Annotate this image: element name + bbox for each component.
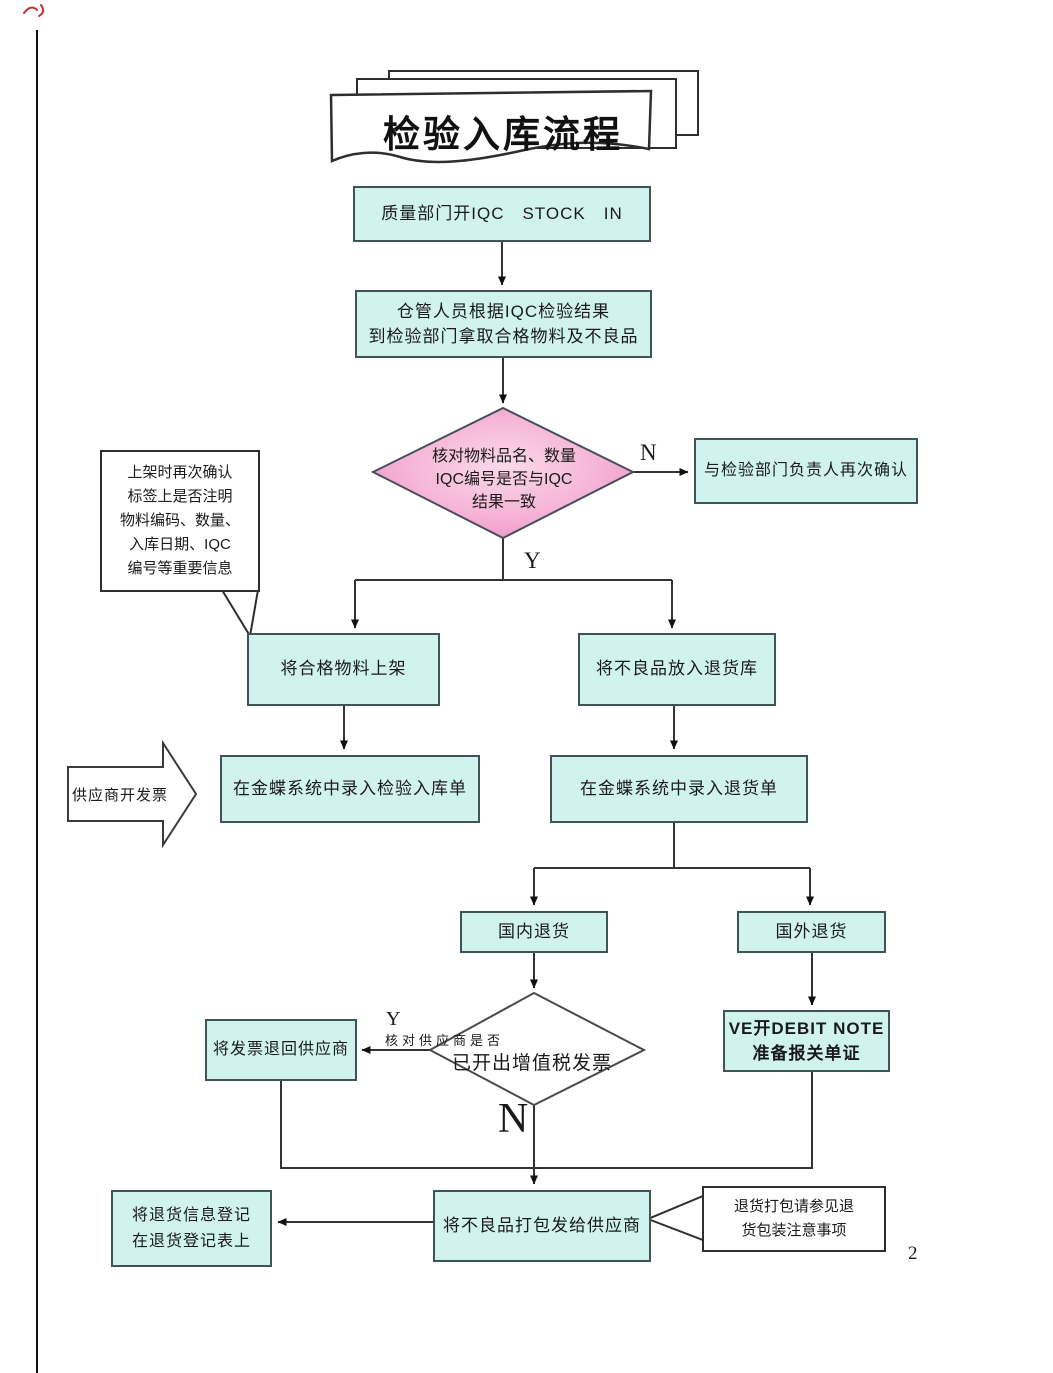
shelf-note-line4: 入库日期、IQC [129,536,231,553]
node-fetch-line1: 仓管人员根据IQC检验结果 [396,301,611,321]
shelf-note-line2: 标签上是否注明 [127,488,233,505]
node-return-invoice: 将发票退回供应商 [205,1019,357,1081]
node-domestic-return: 国内退货 [460,911,608,953]
node-defect-store: 将不良品放入退货库 [578,633,776,706]
pack-note-callout: 退货打包请参见退 货包装注意事项 [702,1186,886,1252]
node-kingdee-return: 在金蝶系统中录入退货单 [550,755,808,823]
shelf-note-tail [220,589,260,639]
shelf-note-line5: 编号等重要信息 [127,560,233,577]
node-debit-note-line2: 准备报关单证 [752,1044,861,1063]
node-debit-note: VE开DEBIT NOTE 准备报关单证 [723,1010,890,1072]
shelf-note-line3: 物料编码、数量、 [119,512,240,529]
vat-check-diamond [427,991,647,1107]
shelf-note-callout: 上架时再次确认 标签上是否注明 物料编码、数量、 入库日期、IQC 编号等重要信… [100,450,260,592]
node-fetch-line2: 到检验部门拿取合格物料及不良品 [368,327,639,346]
shelf-note-line1: 上架时再次确认 [127,464,233,481]
node-debit-note-line1: VE开DEBIT NOTE [728,1018,885,1038]
node-register: 将退货信息登记 在退货登记表上 [111,1190,272,1267]
page-title: 检验入库流程 [383,114,623,155]
node-fetch: 仓管人员根据IQC检验结果 到检验部门拿取合格物料及不良品 [355,290,652,358]
pack-note-line2: 货包装注意事项 [741,1222,847,1239]
node-register-line1: 将退货信息登记 [131,1206,251,1224]
connector-lines [277,242,816,1226]
supplier-invoice-arrow [67,739,198,849]
title-page-stack [329,70,699,164]
node-shelf: 将合格物料上架 [247,633,440,706]
red-scribble-mark [23,4,45,17]
node-start: 质量部门开IQC STOCK IN [353,186,651,242]
supplier-invoice-arrow-label: 供应商开发票 [72,787,169,804]
page-number: 2 [908,1243,918,1264]
node-overseas-return: 国外退货 [737,911,886,953]
node-kingdee-in: 在金蝶系统中录入检验入库单 [220,755,480,823]
node-pack-send: 将不良品打包发给供应商 [433,1190,651,1262]
node-register-line2: 在退货登记表上 [131,1232,251,1250]
iqc-check-diamond [370,406,636,540]
pack-note-line1: 退货打包请参见退 [733,1198,854,1215]
pack-note-tail [645,1194,704,1242]
node-reconfirm: 与检验部门负责人再次确认 [694,438,918,504]
